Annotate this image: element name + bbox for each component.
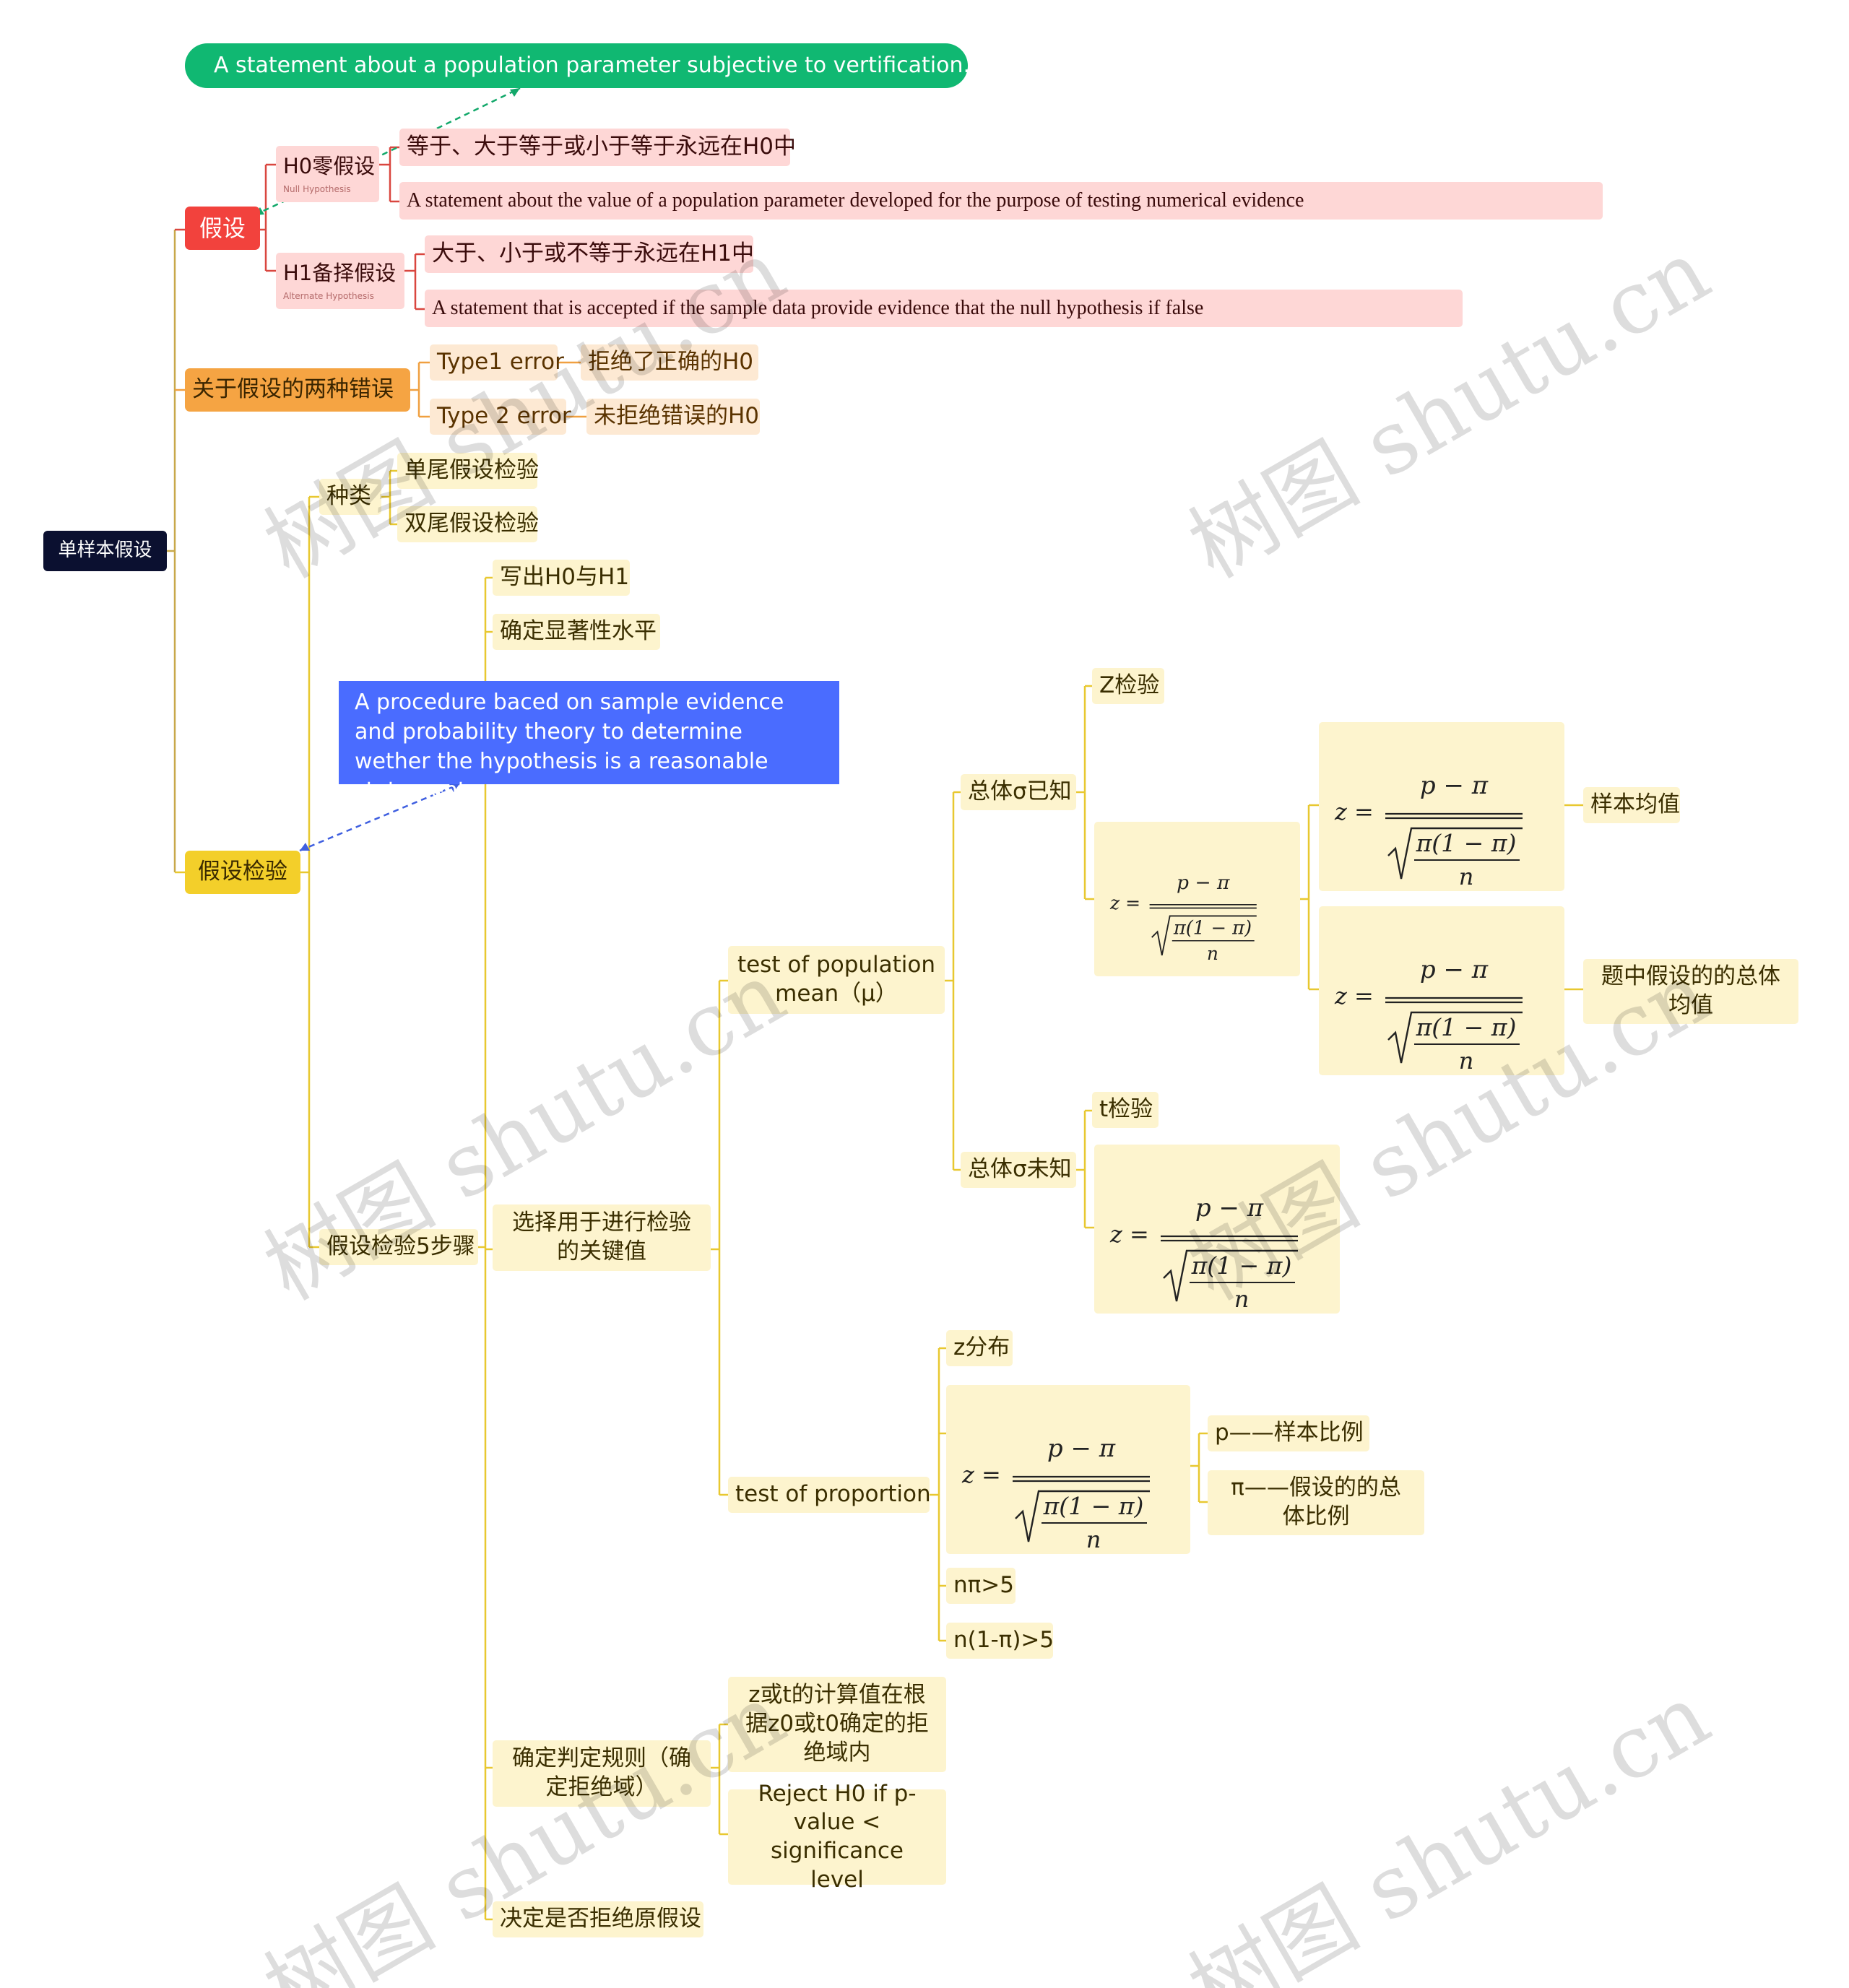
step-4[interactable]: 确定判定规则（确定拒绝域） bbox=[493, 1740, 711, 1807]
type1-error[interactable]: Type1 error bbox=[430, 344, 564, 381]
step-2[interactable]: 确定显著性水平 bbox=[493, 614, 660, 650]
steps-node[interactable]: 假设检验5步骤 bbox=[319, 1229, 478, 1265]
rule-critical-region[interactable]: z或t的计算值在根据z0或t0确定的拒绝域内 bbox=[728, 1677, 946, 1772]
formula-lhs: z = bbox=[1334, 798, 1374, 825]
formula-lhs: z = bbox=[961, 1461, 1001, 1488]
formula-den_top: π(1 − π) bbox=[1043, 1492, 1144, 1520]
h1-sublabel: Alternate Hypothesis bbox=[283, 290, 374, 301]
z-test-node[interactable]: Z检验 bbox=[1092, 668, 1164, 704]
formula-stroke bbox=[1151, 915, 1257, 956]
formula-den_bot: n bbox=[1234, 1285, 1250, 1313]
formula-den_top: π(1 − π) bbox=[1416, 829, 1517, 857]
formula-num: p − π bbox=[1177, 872, 1230, 894]
t-test-node[interactable]: t检验 bbox=[1092, 1092, 1159, 1128]
formula-stroke bbox=[1015, 1490, 1150, 1542]
sigma-known-node[interactable]: 总体σ已知 bbox=[961, 774, 1076, 810]
formula-den_top: π(1 − π) bbox=[1173, 917, 1252, 939]
proportion-node[interactable]: test of proportion bbox=[728, 1477, 931, 1513]
formula-lhs: z = bbox=[1109, 1220, 1149, 1248]
condition-n-one-minus-pi[interactable]: n(1-π)>5 bbox=[946, 1623, 1054, 1659]
sigma-unknown-node[interactable]: 总体σ未知 bbox=[961, 1152, 1076, 1188]
note-hypothesized-proportion[interactable]: π——假设的的总体比例 bbox=[1208, 1470, 1424, 1535]
formula-num: p − π bbox=[1047, 1434, 1116, 1463]
testing-node[interactable]: 假设检验 bbox=[185, 851, 300, 894]
note-sample-mean[interactable]: 样本均值 bbox=[1583, 787, 1680, 823]
formula-lhs: z = bbox=[1334, 982, 1374, 1010]
formula-num: p − π bbox=[1420, 771, 1489, 800]
formula-num: p − π bbox=[1195, 1194, 1264, 1223]
formula-stroke bbox=[1163, 1249, 1298, 1302]
h0-node[interactable]: H0零假设 Null Hypothesis bbox=[276, 146, 379, 202]
h0-label: H0零假设 bbox=[283, 153, 376, 178]
formula-den_top: π(1 − π) bbox=[1191, 1251, 1292, 1280]
formula-z-known[interactable]: z = p − π π(1 − π) n bbox=[1094, 822, 1300, 976]
formula-lhs: z = bbox=[1109, 893, 1140, 913]
h1-item-2[interactable]: A statement that is accepted if the samp… bbox=[425, 290, 1463, 327]
h1-item-1[interactable]: 大于、小于或不等于永远在H1中 bbox=[425, 235, 754, 273]
testing-definition[interactable]: A procedure baced on sample evidence and… bbox=[339, 681, 839, 803]
h1-node[interactable]: H1备择假设 Alternate Hypothesis bbox=[276, 253, 404, 309]
h0-item-1[interactable]: 等于、大于等于或小于等于永远在H0中 bbox=[399, 129, 796, 166]
formula-den_bot: n bbox=[1459, 863, 1474, 890]
formula-z-proportion[interactable]: z = p − π π(1 − π) n bbox=[946, 1385, 1190, 1554]
z-distribution-node[interactable]: z分布 bbox=[946, 1330, 1013, 1366]
formula-stroke bbox=[1387, 827, 1523, 880]
note-sample-proportion[interactable]: p——样本比例 bbox=[1208, 1415, 1369, 1451]
population-mean-node[interactable]: test of population mean（μ） bbox=[728, 946, 945, 1014]
formula-den_bot: n bbox=[1207, 943, 1218, 964]
type1-error-desc[interactable]: 拒绝了正确的H0 bbox=[581, 344, 758, 381]
step-1[interactable]: 写出H0与H1 bbox=[493, 560, 630, 596]
formula-den_top: π(1 − π) bbox=[1416, 1013, 1517, 1041]
kind-one-tailed[interactable]: 单尾假设检验 bbox=[397, 453, 539, 489]
h1-label: H1备择假设 bbox=[283, 260, 397, 285]
h0-item-2[interactable]: A statement about the value of a populat… bbox=[399, 182, 1603, 220]
step-5[interactable]: 决定是否拒绝原假设 bbox=[493, 1901, 703, 1937]
h0-sublabel: Null Hypothesis bbox=[283, 183, 351, 194]
hypothesis-definition[interactable]: A statement about a population parameter… bbox=[185, 43, 970, 88]
formula-stroke bbox=[1387, 1011, 1523, 1064]
hypothesis-node[interactable]: 假设 bbox=[185, 207, 260, 250]
type2-error[interactable]: Type 2 error bbox=[430, 399, 571, 435]
note-hypothesized-mean[interactable]: 题中假设的的总体均值 bbox=[1583, 959, 1798, 1024]
formula-num: p − π bbox=[1420, 955, 1489, 984]
condition-n-pi[interactable]: nπ>5 bbox=[946, 1568, 1016, 1604]
rule-p-value[interactable]: Reject H0 if p-value < significance leve… bbox=[728, 1781, 946, 1893]
formula-t-unknown[interactable]: z = p − π π(1 − π) n bbox=[1094, 1145, 1340, 1314]
formula-den_bot: n bbox=[1459, 1047, 1474, 1075]
formula-z-hypothesized-mean[interactable]: z = p − π π(1 − π) n bbox=[1319, 906, 1564, 1075]
errors-node[interactable]: 关于假设的两种错误 bbox=[185, 368, 410, 412]
formula-z-sample-mean[interactable]: z = p − π π(1 − π) n bbox=[1319, 722, 1564, 891]
type2-error-desc[interactable]: 未拒绝错误的H0 bbox=[586, 399, 760, 435]
root-node[interactable]: 单样本假设 bbox=[43, 531, 167, 571]
step-3[interactable]: 选择用于进行检验的关键值 bbox=[493, 1204, 711, 1271]
kind-two-tailed[interactable]: 双尾假设检验 bbox=[397, 506, 539, 542]
formula-den_bot: n bbox=[1086, 1526, 1101, 1553]
kinds-node[interactable]: 种类 bbox=[319, 479, 381, 515]
